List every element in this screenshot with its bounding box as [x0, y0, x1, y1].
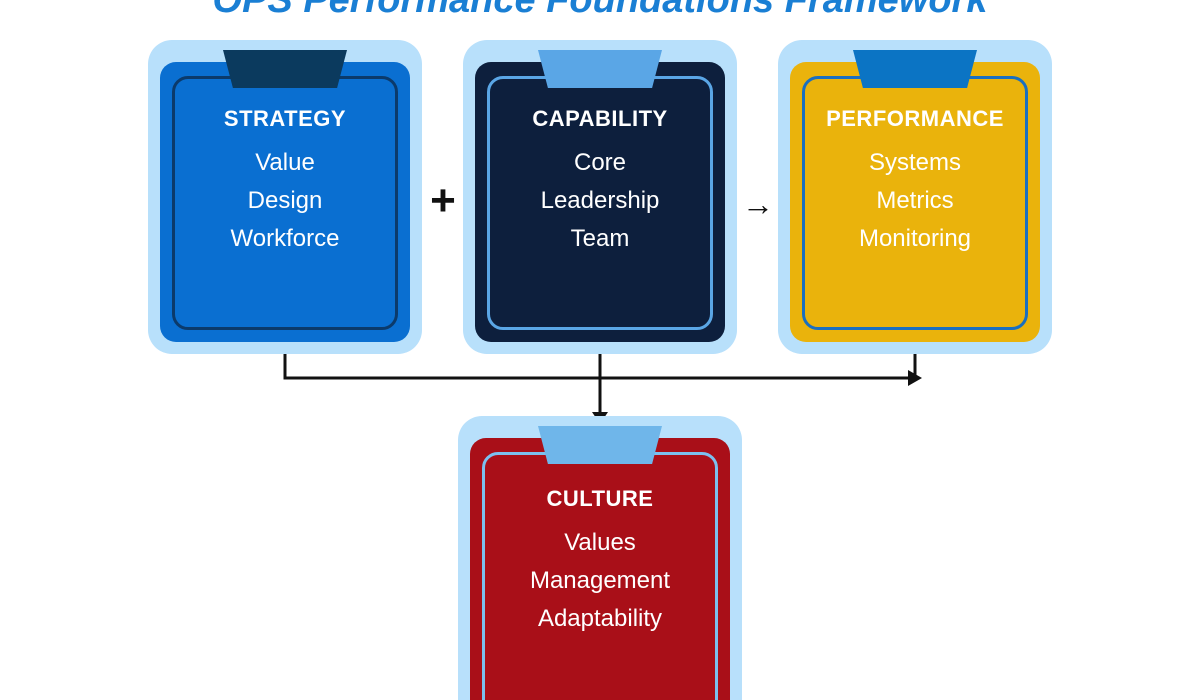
card-performance-item: Monitoring: [858, 225, 972, 252]
card-culture-item: Values: [564, 529, 636, 556]
card-performance-tab: [853, 50, 977, 88]
arrow-symbol: →: [742, 186, 774, 222]
card-capability-heading: CAPABILITY: [532, 106, 668, 131]
card-capability-item: Leadership: [540, 187, 660, 214]
card-culture-heading: CULTURE: [546, 486, 654, 511]
card-capability-tab: [538, 50, 662, 88]
arrowhead-right: [908, 370, 922, 386]
card-strategy-item: Workforce: [230, 225, 340, 252]
card-strategy-heading: STRATEGY: [223, 106, 347, 131]
card-culture-tab: [538, 426, 662, 464]
card-culture-item: Adaptability: [537, 605, 663, 632]
card-culture-item: Management: [529, 567, 671, 594]
card-performance-item: Systems: [868, 149, 961, 176]
card-performance-heading: PERFORMANCE: [826, 106, 1004, 131]
card-capability-item: Team: [570, 225, 630, 252]
card-capability: CAPABILITY Core Leadership Team: [463, 40, 737, 354]
card-capability-item: Core: [573, 149, 627, 176]
card-strategy-item: Design: [247, 187, 323, 214]
card-strategy-item: Value: [255, 149, 315, 176]
card-capability-fill: [475, 62, 725, 342]
page-title: OPS Performance Foundations Framework: [212, 0, 988, 21]
card-culture: CULTURE Values Management Adaptability: [458, 416, 742, 700]
plus-symbol: +: [430, 176, 456, 225]
card-performance: PERFORMANCE Systems Metrics Monitoring: [778, 40, 1052, 354]
card-performance-item: Metrics: [876, 187, 954, 214]
card-strategy-fill: [160, 62, 410, 342]
card-strategy: STRATEGY Value Design Workforce: [148, 40, 422, 354]
card-strategy-tab: [223, 50, 347, 88]
